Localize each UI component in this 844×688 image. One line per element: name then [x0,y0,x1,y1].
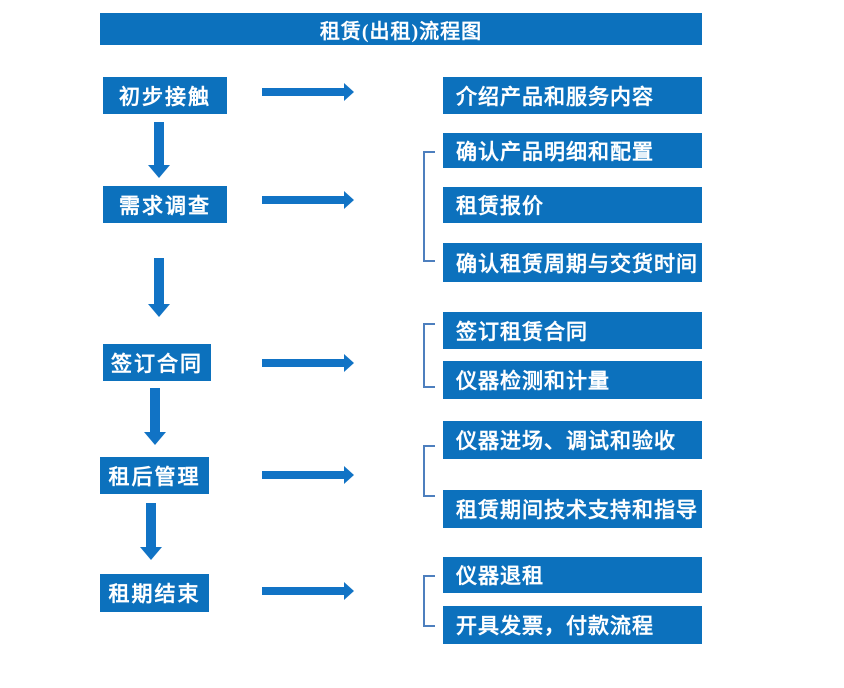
right-arrow-head [344,466,354,484]
down-arrow-icon [148,258,170,317]
right-arrow-icon [262,191,354,209]
step-box-post-rental-management: 租后管理 [100,457,209,494]
down-arrow-head [144,432,166,445]
down-arrow-icon [144,388,166,445]
right-arrow-icon [262,83,354,101]
right-arrow-icon [262,582,354,600]
right-arrow-shaft [262,471,345,479]
group-bracket [423,445,435,497]
detail-box: 租赁期间技术支持和指导 [443,490,702,528]
right-arrow-shaft [262,587,345,595]
down-arrow-shaft [146,503,156,548]
right-arrow-shaft [262,196,345,204]
detail-box: 签订租赁合同 [443,312,702,349]
down-arrow-shaft [154,122,164,166]
step-box-sign-contract: 签订合同 [103,344,211,381]
right-arrow-shaft [262,359,345,367]
right-arrow-head [344,83,354,101]
detail-box: 仪器进场、调试和验收 [443,421,702,459]
detail-box: 仪器退租 [443,557,702,593]
detail-box: 确认产品明细和配置 [443,133,702,168]
right-arrow-icon [262,466,354,484]
down-arrow-shaft [150,388,160,433]
step-box-initial-contact: 初步接触 [103,77,227,114]
step-box-lease-end: 租期结束 [100,574,209,612]
detail-box: 确认租赁周期与交货时间 [443,243,702,282]
down-arrow-icon [140,503,162,560]
detail-box: 介绍产品和服务内容 [443,77,702,114]
detail-box: 开具发票，付款流程 [443,606,702,644]
detail-box: 仪器检测和计量 [443,361,702,399]
right-arrow-head [344,582,354,600]
down-arrow-head [148,304,170,317]
right-arrow-head [344,354,354,372]
down-arrow-icon [148,122,170,178]
down-arrow-head [140,547,162,560]
flowchart-title: 租赁(出租)流程图 [100,13,702,45]
right-arrow-icon [262,354,354,372]
group-bracket [423,151,435,262]
detail-box: 租赁报价 [443,187,702,223]
down-arrow-head [148,165,170,178]
right-arrow-head [344,191,354,209]
step-box-demand-survey: 需求调查 [103,186,227,223]
group-bracket [423,575,435,627]
right-arrow-shaft [262,88,345,96]
down-arrow-shaft [154,258,164,305]
group-bracket [423,323,435,388]
